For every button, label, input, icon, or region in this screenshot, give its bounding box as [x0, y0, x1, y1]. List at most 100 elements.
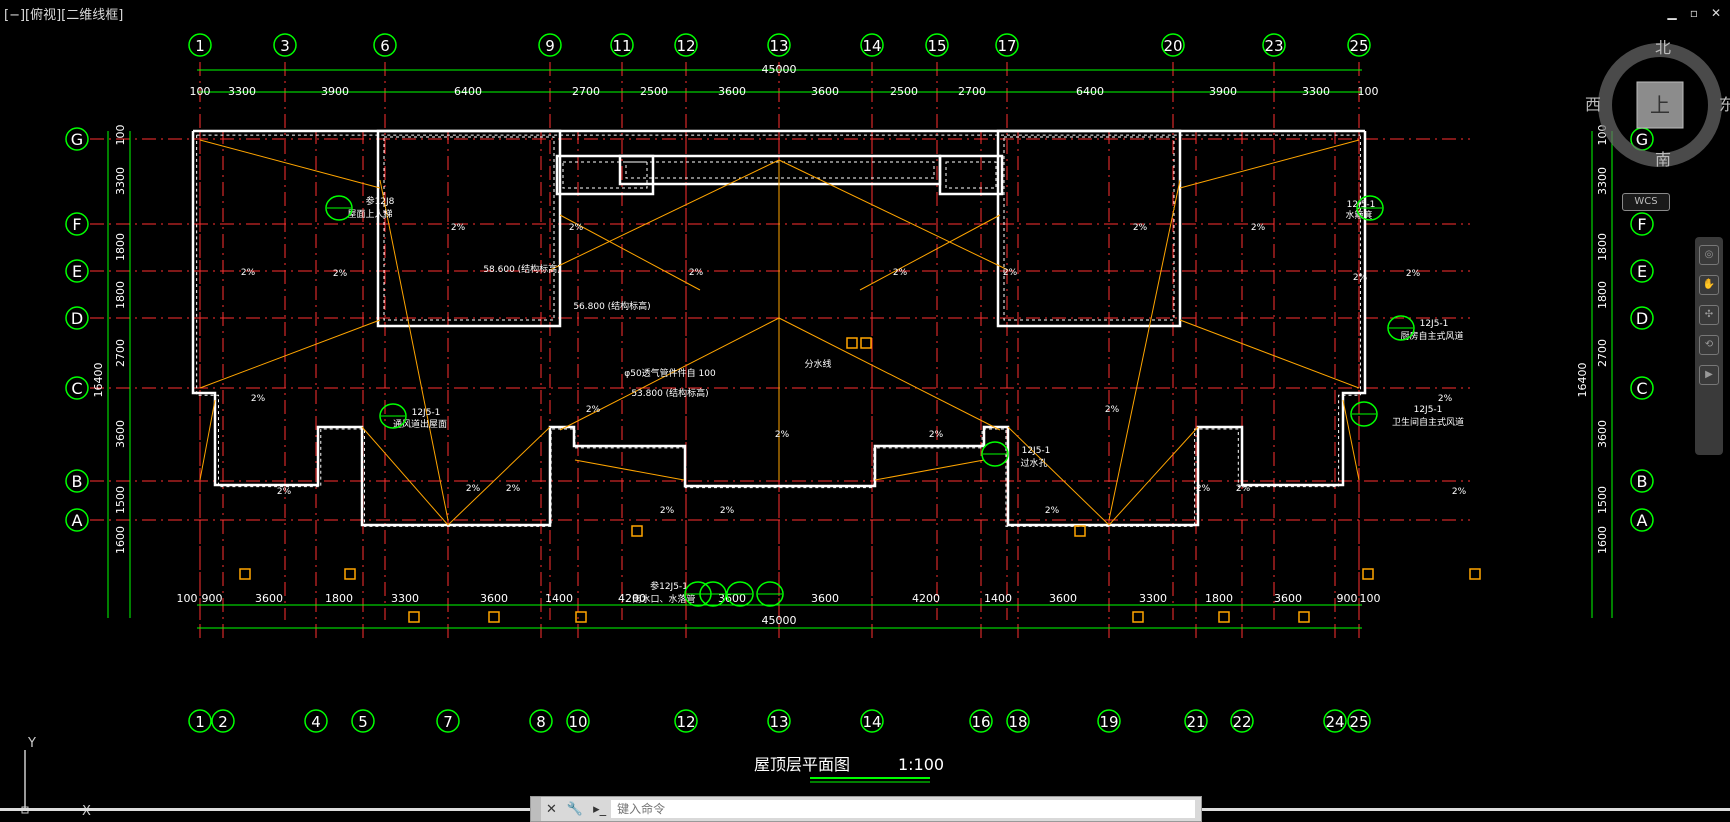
grid-bubble-right[interactable]: [1630, 508, 1654, 532]
detail-reference-bubble[interactable]: [1387, 315, 1415, 341]
restore-icon[interactable]: ▫: [1689, 6, 1699, 20]
showmotion-icon[interactable]: ▶: [1699, 365, 1719, 385]
grid-bubble-left[interactable]: [65, 376, 89, 400]
grid-bubble-bottom[interactable]: [1006, 709, 1030, 733]
orbit-icon[interactable]: ⟲: [1699, 335, 1719, 355]
dim-text-right: 2700: [1596, 339, 1609, 367]
grid-bubble-top-label: 6: [380, 37, 390, 55]
grid-bubble-bottom[interactable]: [1230, 709, 1254, 733]
grid-bubble-right[interactable]: [1630, 469, 1654, 493]
column-marker: [1074, 525, 1086, 537]
grid-bubble-right-label: G: [1636, 130, 1648, 149]
grid-bubble-left[interactable]: [65, 259, 89, 283]
close-command-icon[interactable]: ✕: [546, 801, 557, 817]
annotation-text: 分水线: [804, 358, 831, 370]
grid-bubble-right[interactable]: [1630, 376, 1654, 400]
grid-bubble-bottom[interactable]: [211, 709, 235, 733]
grid-bubble-top[interactable]: [767, 33, 791, 57]
dim-text-right: 1500: [1596, 486, 1609, 514]
grid-bubble-bottom[interactable]: [304, 709, 328, 733]
grid-bubble-right[interactable]: [1630, 259, 1654, 283]
compass-west[interactable]: 西: [1585, 95, 1601, 114]
grid-bubble-left[interactable]: [65, 469, 89, 493]
slope-label: 2%: [333, 269, 348, 279]
grid-bubble-bottom[interactable]: [1097, 709, 1121, 733]
grid-bubble-bottom[interactable]: [767, 709, 791, 733]
dim-text-bottom: 100: [177, 592, 198, 605]
grid-bubble-top[interactable]: [860, 33, 884, 57]
grid-bubble-top[interactable]: [1161, 33, 1185, 57]
grid-bubble-bottom[interactable]: [529, 709, 553, 733]
grid-bubble-bottom[interactable]: [188, 709, 212, 733]
slope-label: 2%: [1452, 487, 1467, 497]
viewport-label[interactable]: [−][俯视][二维线框]: [4, 8, 124, 23]
grid-bubble-bottom[interactable]: [1323, 709, 1347, 733]
compass-east[interactable]: 东: [1719, 95, 1730, 114]
dim-text-bottom: 1400: [984, 592, 1012, 605]
dim-text-left: 1800: [114, 233, 127, 261]
dim-text-top: 6400: [454, 85, 482, 98]
grid-bubble-bottom-label: 1: [195, 713, 205, 731]
wcs-menu[interactable]: WCS: [1622, 193, 1670, 211]
grid-bubble-top[interactable]: [373, 33, 397, 57]
compass-south[interactable]: 南: [1655, 150, 1671, 169]
annotation-text: 参12J8: [366, 195, 395, 207]
grid-bubble-bottom[interactable]: [860, 709, 884, 733]
grid-bubble-bottom-label: 24: [1325, 713, 1344, 731]
annotation-text: 56.800 (结构标高): [573, 300, 650, 312]
grid-bubble-bottom-label: 10: [568, 713, 587, 731]
close-icon[interactable]: ✕: [1710, 6, 1722, 20]
detail-reference-bubble[interactable]: [726, 581, 754, 607]
grid-bubble-top[interactable]: [273, 33, 297, 57]
drawing-title: 屋顶层平面图: [754, 755, 850, 774]
detail-reference-bubble[interactable]: [325, 195, 353, 221]
grid-bubble-bottom[interactable]: [1347, 709, 1371, 733]
grid-bubble-top[interactable]: [674, 33, 698, 57]
grid-bubble-bottom[interactable]: [566, 709, 590, 733]
grid-bubble-right[interactable]: [1630, 306, 1654, 330]
steering-wheel-icon[interactable]: ◎: [1699, 245, 1719, 265]
pan-icon[interactable]: ✋: [1699, 275, 1719, 295]
compass-north[interactable]: 北: [1655, 40, 1671, 57]
grid-bubble-top-label: 25: [1349, 37, 1368, 55]
grid-bubble-bottom[interactable]: [351, 709, 375, 733]
grid-bubble-left[interactable]: [65, 212, 89, 236]
slope-label: 2%: [1406, 269, 1421, 279]
column-marker: [408, 611, 420, 623]
grid-bubble-top[interactable]: [610, 33, 634, 57]
viewcube[interactable]: 上 北 南 东 西: [1585, 40, 1730, 190]
slope-label: 2%: [241, 268, 256, 278]
grid-bubble-top[interactable]: [1262, 33, 1286, 57]
zoom-icon[interactable]: ✣: [1699, 305, 1719, 325]
detail-reference-bubble[interactable]: [1356, 195, 1384, 221]
drag-handle-icon[interactable]: [531, 797, 541, 821]
grid-bubble-bottom[interactable]: [674, 709, 698, 733]
grid-bubble-top[interactable]: [188, 33, 212, 57]
detail-reference-bubble[interactable]: [379, 403, 407, 429]
grid-bubble-right[interactable]: [1630, 212, 1654, 236]
grid-bubble-bottom[interactable]: [969, 709, 993, 733]
detail-reference-bubble[interactable]: [756, 581, 784, 607]
detail-reference-bubble[interactable]: [981, 441, 1009, 467]
grid-bubble-bottom[interactable]: [1184, 709, 1208, 733]
grid-bubble-top[interactable]: [1347, 33, 1371, 57]
customize-wrench-icon[interactable]: 🔧: [566, 801, 584, 817]
annotation-text: 12J5-1: [412, 408, 441, 418]
grid-bubble-left[interactable]: [65, 127, 89, 151]
detail-reference-bubble[interactable]: [1350, 401, 1378, 427]
viewcube-face[interactable]: [1636, 81, 1684, 129]
grid-bubble-top[interactable]: [995, 33, 1019, 57]
grid-bubble-left[interactable]: [65, 508, 89, 532]
grid-bubble-top[interactable]: [925, 33, 949, 57]
dim-text-bottom: 1400: [545, 592, 573, 605]
slope-label: 2%: [586, 405, 601, 415]
command-prompt-icon[interactable]: ▸_: [593, 801, 607, 817]
detail-reference-bubble[interactable]: [684, 581, 712, 607]
grid-bubble-left[interactable]: [65, 306, 89, 330]
grid-bubble-bottom[interactable]: [436, 709, 460, 733]
grid-bubble-top[interactable]: [538, 33, 562, 57]
annotation-text: 通风道出屋面: [393, 418, 447, 430]
minimize-icon[interactable]: ▁: [1667, 6, 1677, 20]
command-input[interactable]: [611, 800, 1195, 818]
